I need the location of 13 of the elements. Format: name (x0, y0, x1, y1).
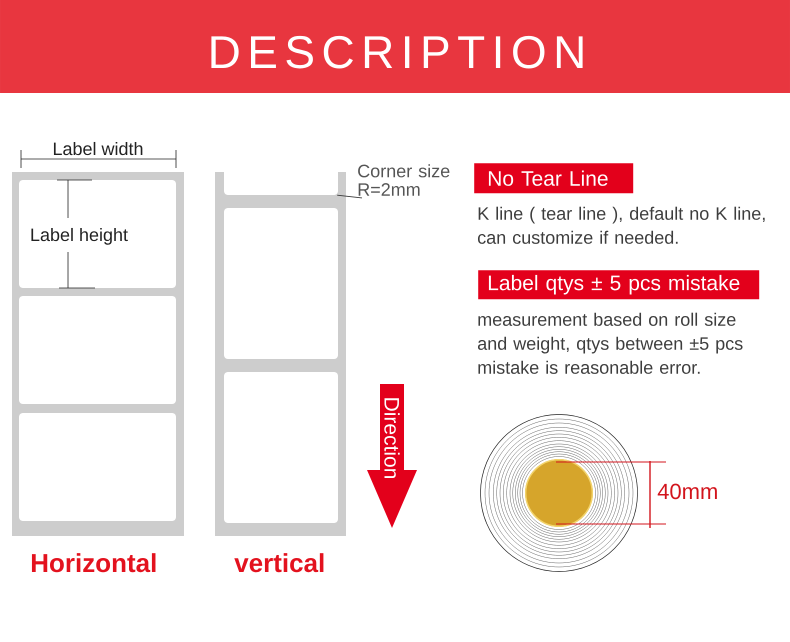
blank-label (224, 172, 338, 195)
dimension-label: Label width (54, 142, 142, 156)
title-banner: DESCRIPTION (0, 0, 790, 93)
description-text: K line ( tear line ), default no K line, can customize if needed. (478, 206, 765, 244)
callout-text: Corner size R=2mm (358, 164, 450, 196)
caption: Horizontal (32, 553, 156, 572)
leader-line (336, 194, 362, 198)
description-text: measurement based on roll size and weight, qtys between ±5 pcs mistake is reasonable error. (478, 312, 743, 374)
dimension-label: 40mm (658, 484, 717, 500)
heading-tag: No Tear Line (474, 163, 634, 194)
caption: vertical (234, 553, 324, 572)
heading-tag: Label qtys ± 5 pcs mistake (478, 270, 760, 300)
dimension-label: Label height (31, 228, 128, 245)
